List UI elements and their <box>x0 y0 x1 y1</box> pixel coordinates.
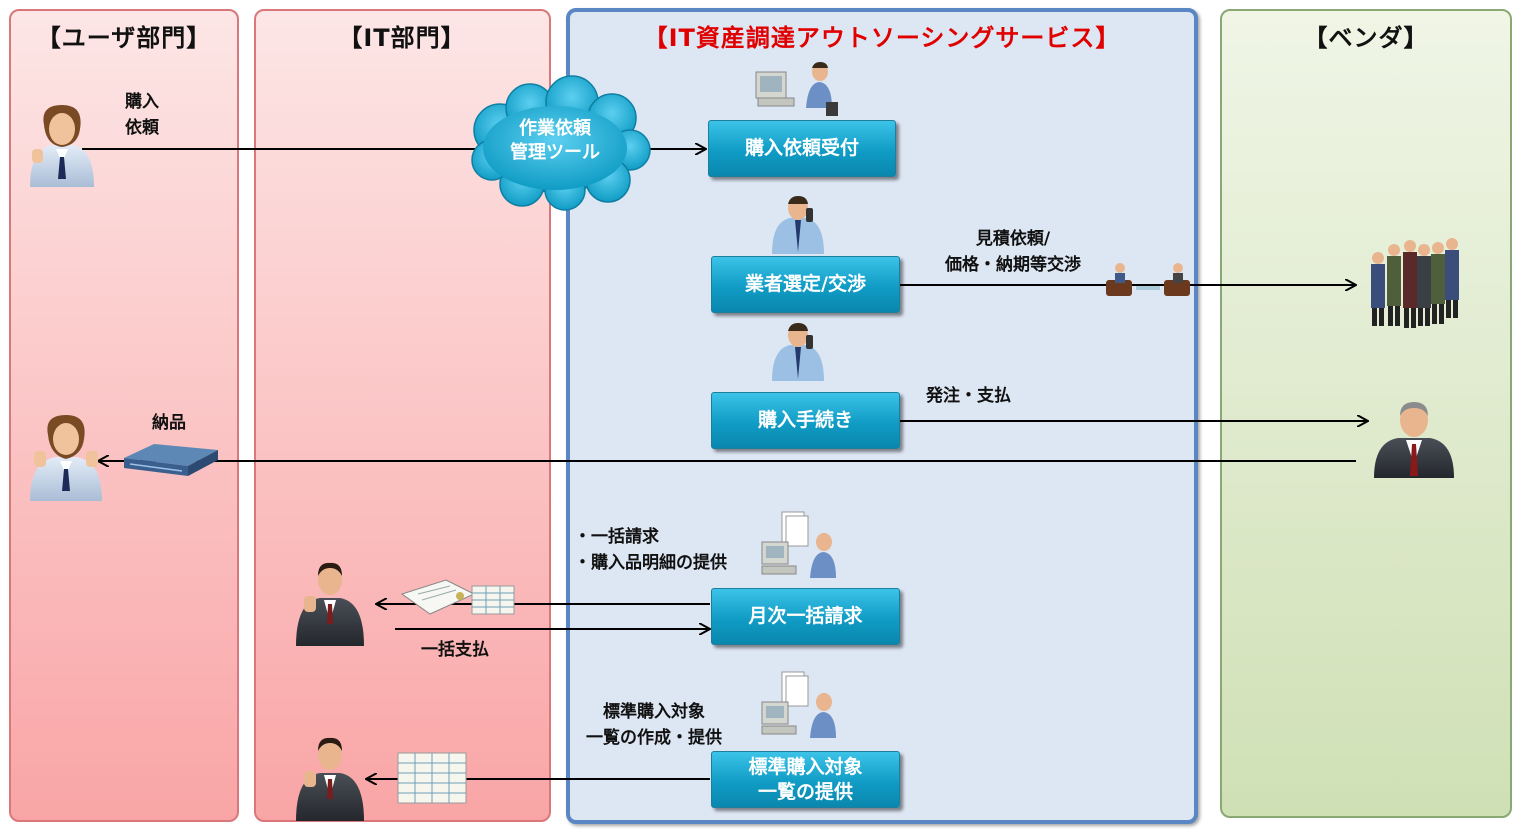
service-staff-phone-icon <box>772 196 824 254</box>
box-purchase-procedure: 購入手続き <box>711 392 900 449</box>
label-list-creation: 標準購入対象 一覧の作成・提供 <box>586 702 722 748</box>
box-vendor-selection-negotiation: 業者選定/交渉 <box>711 256 900 313</box>
female-user-receiving-icon <box>30 415 102 501</box>
label-quote-negotiation: 見積依頼/ 価格・納期等交渉 <box>945 229 1081 275</box>
female-user-icon <box>30 105 94 187</box>
lane-user-department <box>9 9 239 822</box>
service-staff-documents-icon-2 <box>761 671 836 738</box>
cloud-label: 作業依頼 管理ツール <box>510 118 600 163</box>
it-staff-icon-2 <box>296 737 364 821</box>
box-monthly-bulk-billing: 月次一括請求 <box>711 588 900 645</box>
lane-title-vendor: 【ベンダ】 <box>1303 24 1429 52</box>
it-staff-icon <box>296 562 364 646</box>
service-staff-computer-icon <box>755 62 838 116</box>
lane-title-service: 【IT資産調達アウトソーシングサービス】 <box>643 24 1121 52</box>
spreadsheet-icon <box>471 585 515 615</box>
label-order-payment: 発注・支払 <box>926 386 1011 406</box>
spreadsheet-list-icon <box>397 752 467 804</box>
vendor-group-icon <box>1371 238 1459 328</box>
label-bulk-payment: 一括支払 <box>421 640 489 660</box>
label-bulk-invoice: ・一括請求 ・購入品明細の提供 <box>574 527 727 573</box>
label-purchase-request: 購入 依頼 <box>125 92 159 138</box>
negotiation-meeting-icon <box>1106 263 1190 296</box>
lane-vendor <box>1220 9 1512 818</box>
box-standard-list-provision: 標準購入対象 一覧の提供 <box>711 751 900 808</box>
lane-title-it: 【IT部門】 <box>338 24 466 52</box>
service-staff-documents-icon <box>761 511 836 578</box>
network-device-icon <box>124 444 218 476</box>
box-purchase-request-intake: 購入依頼受付 <box>708 120 896 177</box>
label-delivery: 納品 <box>152 413 186 433</box>
invoice-document-icon <box>400 579 476 615</box>
service-staff-phone-icon-2 <box>772 323 824 381</box>
lane-title-user: 【ユーザ部門】 <box>36 24 212 52</box>
vendor-representative-icon <box>1374 402 1454 478</box>
